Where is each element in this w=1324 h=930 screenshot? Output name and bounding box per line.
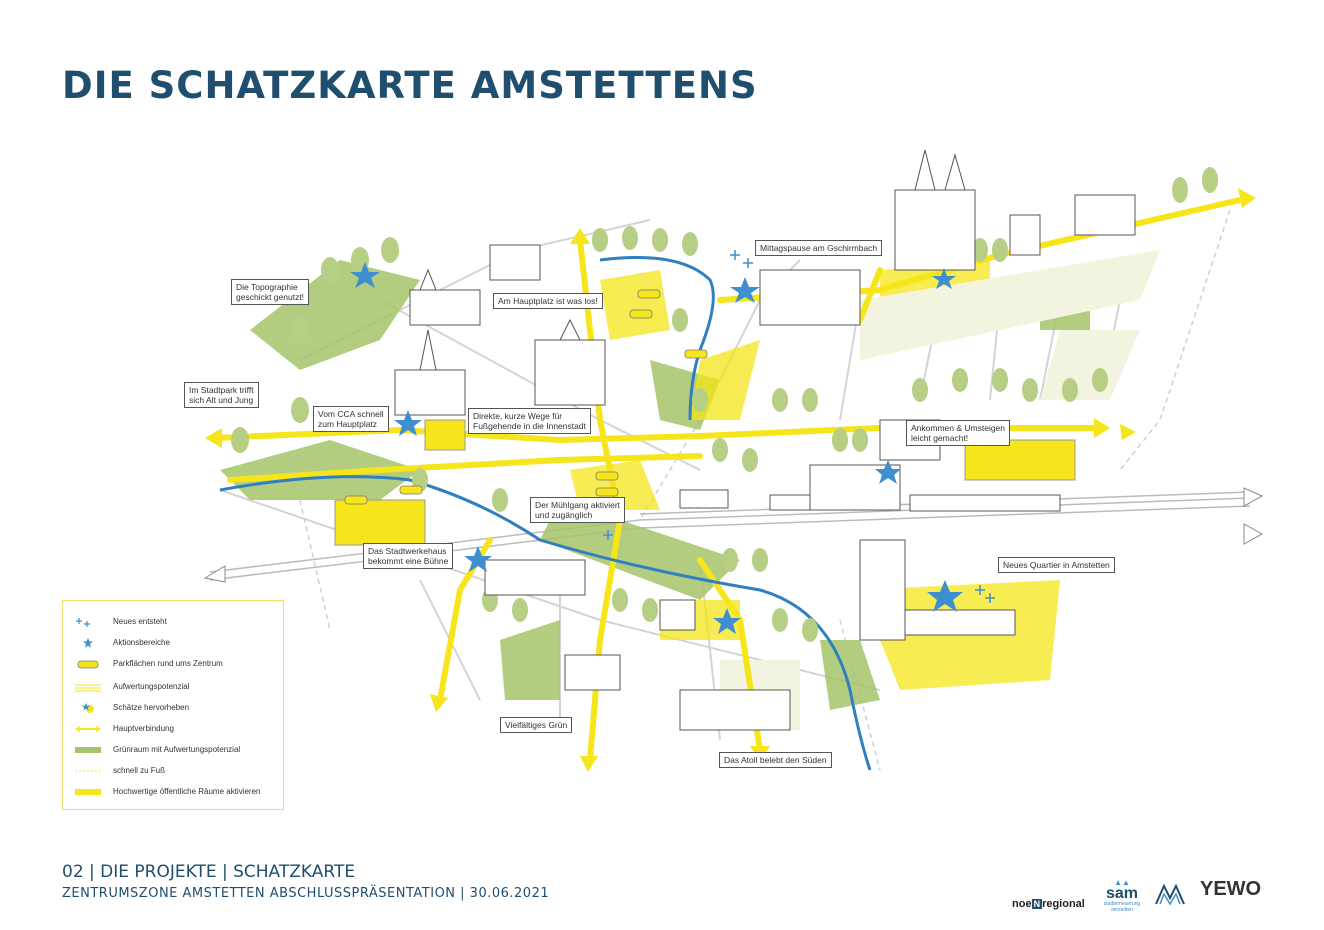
sam-logo: ▲▲ sam stadterneuerung amstetten <box>1100 878 1144 913</box>
callout-muehlgang: Der Mühlgang aktiviert und zugänglich <box>530 497 626 523</box>
rail-arrow-left-icon <box>203 565 226 583</box>
legend-label: Neues entsteht <box>113 617 167 626</box>
amstetten-logo <box>1152 880 1188 910</box>
new-plus-marks <box>603 250 995 603</box>
callout-atoll: Das Atoll belebt den Süden <box>719 752 832 768</box>
sam-logo-sub: stadterneuerung amstetten <box>1103 901 1141 913</box>
page-title: DIE SCHATZKARTE AMSTETTENS <box>62 64 758 107</box>
legend-item-aktion: Aktionsbereiche <box>63 636 283 650</box>
rail-arrow-right-2-icon <box>1243 523 1264 545</box>
legend-label: Hochwertige öffentliche Räume aktivieren <box>113 787 261 796</box>
treasure-icon <box>82 703 94 713</box>
action-stars <box>350 262 963 634</box>
noe-logo-badge: N <box>1031 899 1043 909</box>
legend-item-neues: Neues entsteht <box>63 615 283 629</box>
stream-gschirmbach <box>599 256 715 421</box>
river <box>219 475 872 771</box>
legend-item-hochwertig: Hochwertige öffentliche Räume aktivieren <box>63 785 283 799</box>
legend-item-schaetze: Schätze hervorheben <box>63 701 283 715</box>
star-icon <box>83 638 93 648</box>
legend-item-aufwertung: Aufwertungspotenzial <box>63 680 283 694</box>
legend-label: schnell zu Fuß <box>113 766 166 775</box>
legend-label: Grünraum mit Aufwertungspotenzial <box>113 745 241 754</box>
legend-label: Parkflächen rund ums Zentrum <box>113 659 223 668</box>
yewo-logo: YEWO <box>1200 878 1262 900</box>
legend-label: Aufwertungspotenzial <box>113 682 190 691</box>
noe-logo-text: noe <box>1012 898 1032 910</box>
dashed-line-icon <box>75 770 101 772</box>
callout-hauptplatz: Am Hauptplatz ist was los! <box>493 293 603 309</box>
parking-cars <box>344 289 708 505</box>
amstetten-logo-icon <box>1155 883 1185 906</box>
callout-cca: Vom CCA schnell zum Hauptplatz <box>313 406 389 432</box>
hatch-icon <box>75 684 101 692</box>
plus-icon <box>76 618 90 627</box>
footer-subtitle: ZENTRUMSZONE AMSTETTEN ABSCHLUSSPRÄSENTA… <box>62 886 550 901</box>
double-arrow-icon <box>75 726 101 732</box>
callout-vielfaeltiges-gruen: Vielfältiges Grün <box>500 717 573 733</box>
legend-item-parken: Parkflächen rund ums Zentrum <box>63 657 283 671</box>
callout-kurze-wege: Direkte, kurze Wege für Fußgehende in di… <box>468 408 591 434</box>
callout-topographie: Die Topographie geschickt genutzt! <box>231 279 310 305</box>
car-icon <box>77 660 99 669</box>
sam-logo-mark: ▲▲ <box>1114 878 1130 887</box>
callout-stadtpark: Im Stadtpark trifft sich Alt und Jung <box>184 382 259 408</box>
callout-stadtwerkehaus: Das Stadtwerkehaus bekommt eine Bühne <box>363 543 454 569</box>
yellow-band-icon <box>75 789 101 795</box>
callout-gschirmbach: Mittagspause am Gschirmbach <box>755 240 883 256</box>
green-band-icon <box>75 747 101 753</box>
map-legend: Neues entsteht Aktionsbereiche Parkfläch… <box>62 600 284 810</box>
sam-logo-text: sam <box>1105 885 1139 902</box>
legend-item-gruenraum: Grünraum mit Aufwertungspotenzial <box>63 743 283 757</box>
regional-logo-text: regional <box>1042 898 1085 910</box>
trees <box>231 167 1218 642</box>
legend-label: Schätze hervorheben <box>113 703 190 712</box>
legend-item-fuss: schnell zu Fuß <box>63 764 283 778</box>
callout-umsteigen: Ankommen & Umsteigen leicht gemacht! <box>906 420 1011 446</box>
legend-label: Aktionsbereiche <box>113 638 170 647</box>
rail-arrow-right-icon <box>1243 487 1264 507</box>
footer-section-title: 02 | DIE PROJEKTE | SCHATZKARTE <box>62 862 356 882</box>
legend-item-hauptverbindung: Hauptverbindung <box>63 722 283 736</box>
legend-label: Hauptverbindung <box>113 724 174 733</box>
callout-neues-quartier: Neues Quartier in Amstetten <box>998 557 1115 573</box>
